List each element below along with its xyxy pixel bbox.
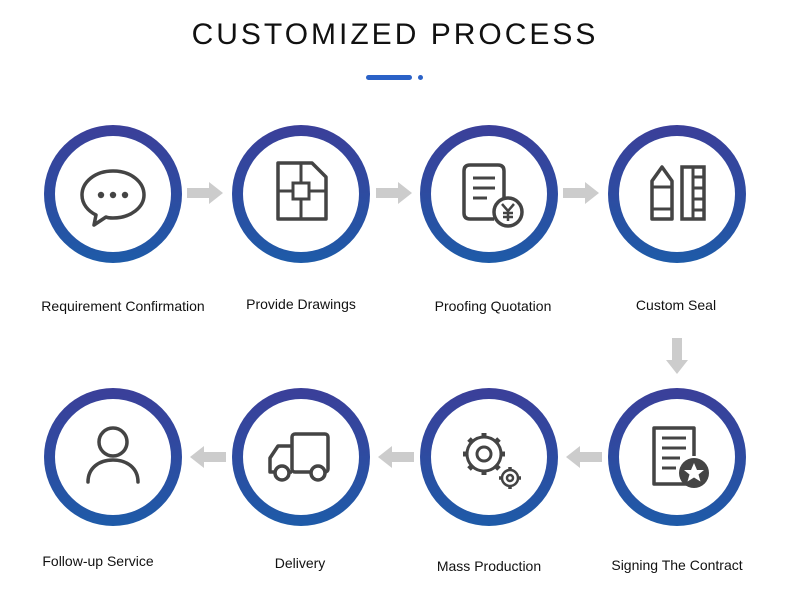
step-follow-up-service	[44, 388, 182, 526]
person-icon	[86, 426, 140, 484]
arrow-left-icon	[378, 446, 414, 468]
step-ring	[232, 388, 370, 526]
step-ring	[420, 125, 558, 263]
gears-icon	[463, 433, 521, 489]
arrow-left-icon	[190, 446, 226, 468]
title-underline	[366, 75, 412, 80]
step-ring	[608, 125, 746, 263]
step-label-requirement-confirmation: Requirement Confirmation	[41, 298, 205, 314]
title-underline-dot	[418, 75, 423, 80]
quotation-icon	[462, 163, 524, 228]
arrow-right-icon	[563, 182, 599, 204]
drawing-icon	[276, 161, 328, 221]
step-label-provide-drawings: Provide Drawings	[246, 296, 356, 312]
step-delivery	[232, 388, 370, 526]
arrow-down-icon	[666, 338, 688, 374]
step-label-mass-production: Mass Production	[436, 558, 542, 574]
step-signing-the-contract	[608, 388, 746, 526]
step-label-delivery: Delivery	[274, 555, 326, 571]
truck-icon	[268, 432, 330, 482]
step-provide-drawings	[232, 125, 370, 263]
speech-bubble-icon	[80, 169, 146, 227]
arrow-left-icon	[566, 446, 602, 468]
step-custom-seal	[608, 125, 746, 263]
step-label-signing-the-contract: Signing The Contract	[611, 557, 743, 573]
step-mass-production	[420, 388, 558, 526]
step-label-follow-up-service: Follow-up Service	[42, 553, 154, 569]
pencil-ruler-icon	[650, 165, 706, 221]
step-label-proofing-quotation: Proofing Quotation	[434, 298, 552, 314]
arrow-right-icon	[376, 182, 412, 204]
step-proofing-quotation	[420, 125, 558, 263]
step-requirement-confirmation	[44, 125, 182, 263]
page-title: CUSTOMIZED PROCESS	[191, 18, 599, 51]
contract-icon	[652, 426, 709, 488]
step-ring	[232, 125, 370, 263]
step-label-custom-seal: Custom Seal	[635, 297, 717, 313]
arrow-right-icon	[187, 182, 223, 204]
